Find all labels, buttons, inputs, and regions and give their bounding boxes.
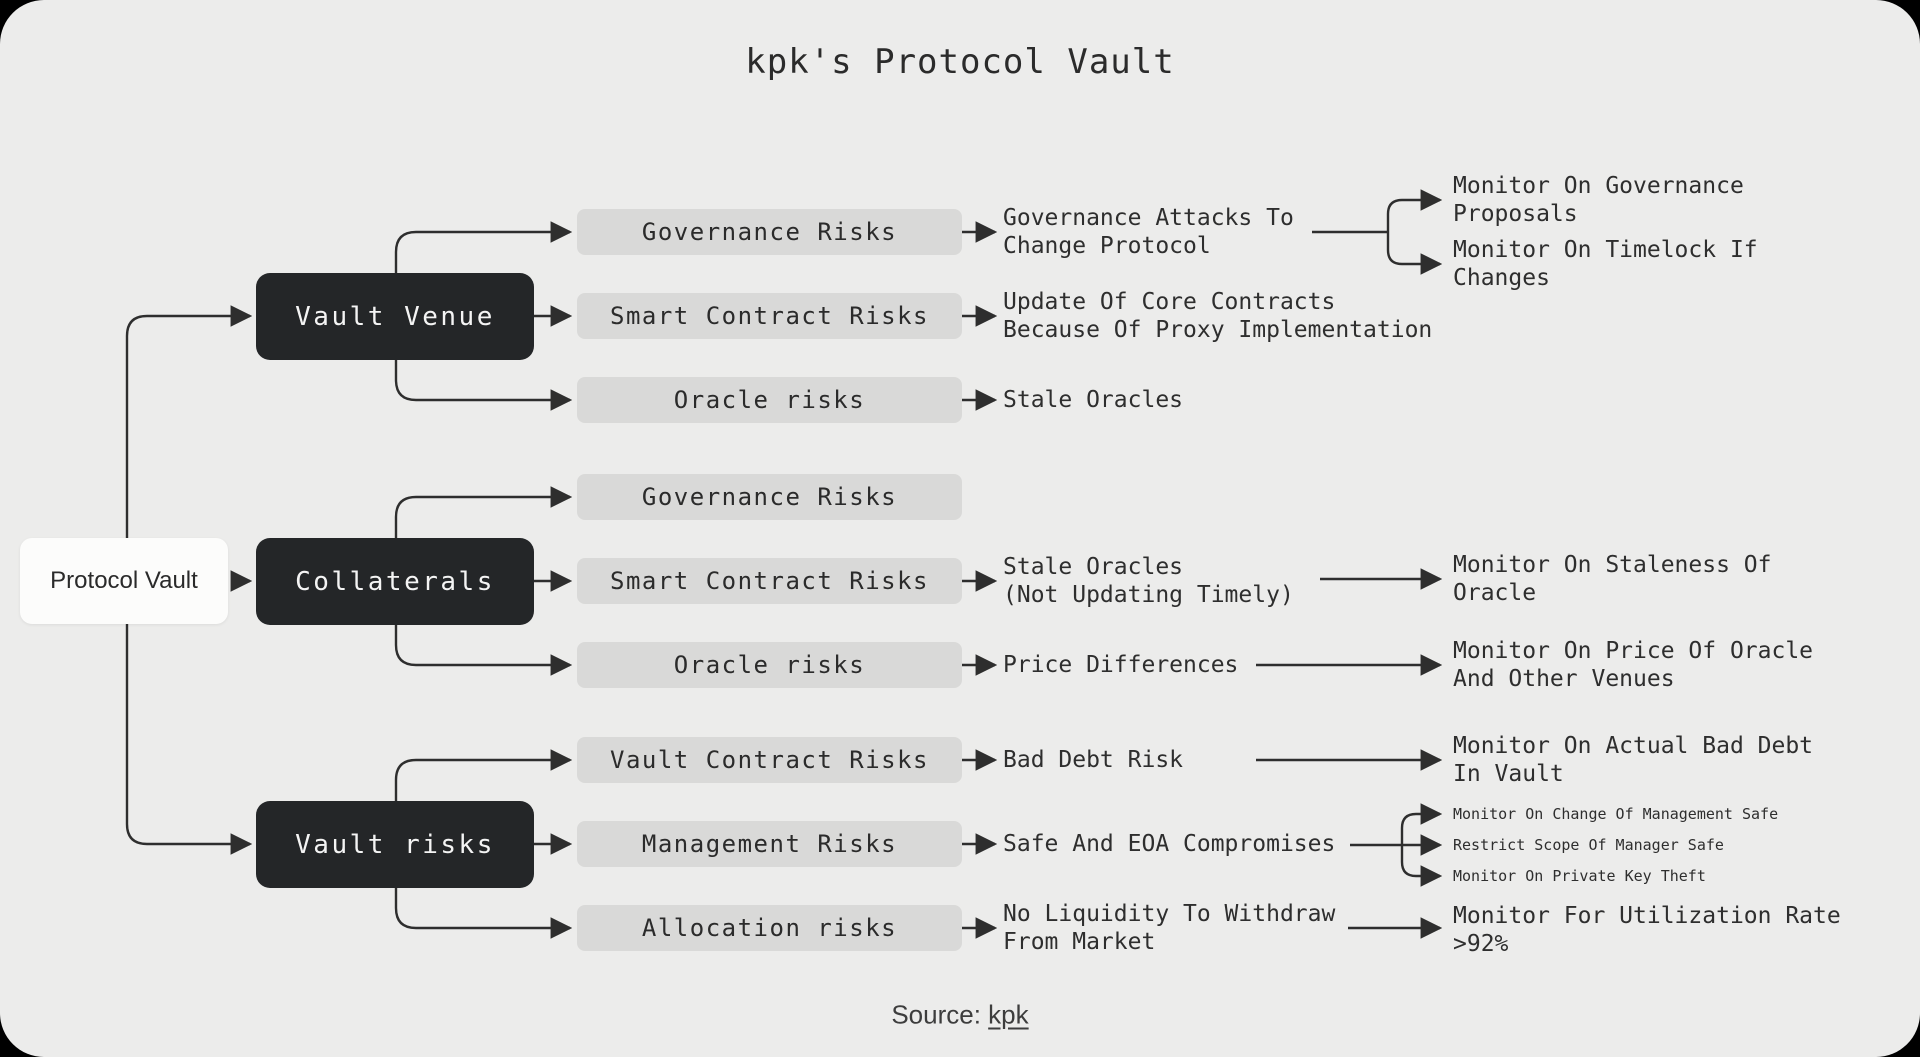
node-collateral-governance-risks: Governance Risks [577, 474, 962, 520]
mitigation-governance-proposals: Monitor On Governance Proposals [1453, 173, 1744, 227]
node-vault-venue: Vault Venue [256, 273, 534, 360]
node-label: Oracle risks [673, 386, 866, 414]
risk-core-contract-update: Update Of Core Contracts Because Of Prox… [1003, 289, 1433, 343]
node-vault-risks: Vault risks [256, 801, 534, 888]
node-label: Oracle risks [673, 651, 866, 679]
node-label: Allocation risks [641, 914, 898, 942]
node-venue-smart-contract-risks: Smart Contract Risks [577, 293, 962, 339]
node-venue-governance-risks: Governance Risks [577, 209, 962, 255]
node-label: Vault Contract Risks [610, 746, 929, 774]
node-vault-contract-risks: Vault Contract Risks [577, 737, 962, 783]
risk-stale-oracles-not-updating: Stale Oracles (Not Updating Timely) [1003, 554, 1294, 608]
mitigation-oracle-staleness: Monitor On Staleness Of Oracle [1453, 552, 1772, 606]
node-vault-venue-label: Vault Venue [295, 301, 495, 332]
node-venue-oracle-risks: Oracle risks [577, 377, 962, 423]
node-protocol-vault-label: Protocol Vault [50, 567, 198, 594]
mitigation-utilization-rate: Monitor For Utilization Rate >92% [1453, 903, 1841, 957]
node-allocation-risks: Allocation risks [577, 905, 962, 951]
node-collaterals-label: Collaterals [295, 566, 495, 597]
node-collateral-smart-contract-risks: Smart Contract Risks [577, 558, 962, 604]
source-prefix: Source: [891, 999, 989, 1030]
node-collateral-oracle-risks: Oracle risks [577, 642, 962, 688]
node-label: Governance Risks [641, 218, 898, 246]
mitigation-management-safe-change: Monitor On Change Of Management Safe [1453, 805, 1779, 823]
risk-no-liquidity: No Liquidity To Withdraw From Market [1003, 901, 1336, 955]
mitigation-private-key-theft: Monitor On Private Key Theft [1453, 867, 1706, 885]
node-label: Governance Risks [641, 483, 898, 511]
source-link[interactable]: kpk [988, 999, 1029, 1030]
mitigation-actual-bad-debt: Monitor On Actual Bad Debt In Vault [1453, 733, 1814, 787]
node-label: Management Risks [641, 830, 898, 858]
mitigation-restrict-manager-safe: Restrict Scope Of Manager Safe [1453, 836, 1724, 854]
mitigation-timelock-changes: Monitor On Timelock If Changes [1453, 237, 1758, 291]
node-protocol-vault: Protocol Vault [20, 538, 228, 624]
risk-stale-oracles: Stale Oracles [1003, 387, 1184, 413]
node-collaterals: Collaterals [256, 538, 534, 625]
mitigation-oracle-price: Monitor On Price Of Oracle And Other Ven… [1453, 638, 1814, 692]
node-management-risks: Management Risks [577, 821, 962, 867]
risk-price-differences: Price Differences [1003, 652, 1239, 678]
node-vault-risks-label: Vault risks [295, 829, 495, 860]
risk-safe-eoa-compromises: Safe And EOA Compromises [1003, 831, 1336, 857]
node-label: Smart Contract Risks [610, 302, 929, 330]
risk-governance-attacks: Governance Attacks To Change Protocol [1003, 205, 1294, 259]
risk-bad-debt: Bad Debt Risk [1003, 747, 1184, 773]
node-label: Smart Contract Risks [610, 567, 929, 595]
diagram-title: kpk's Protocol Vault [745, 42, 1175, 82]
source-caption: Source: kpk [0, 1000, 1920, 1031]
